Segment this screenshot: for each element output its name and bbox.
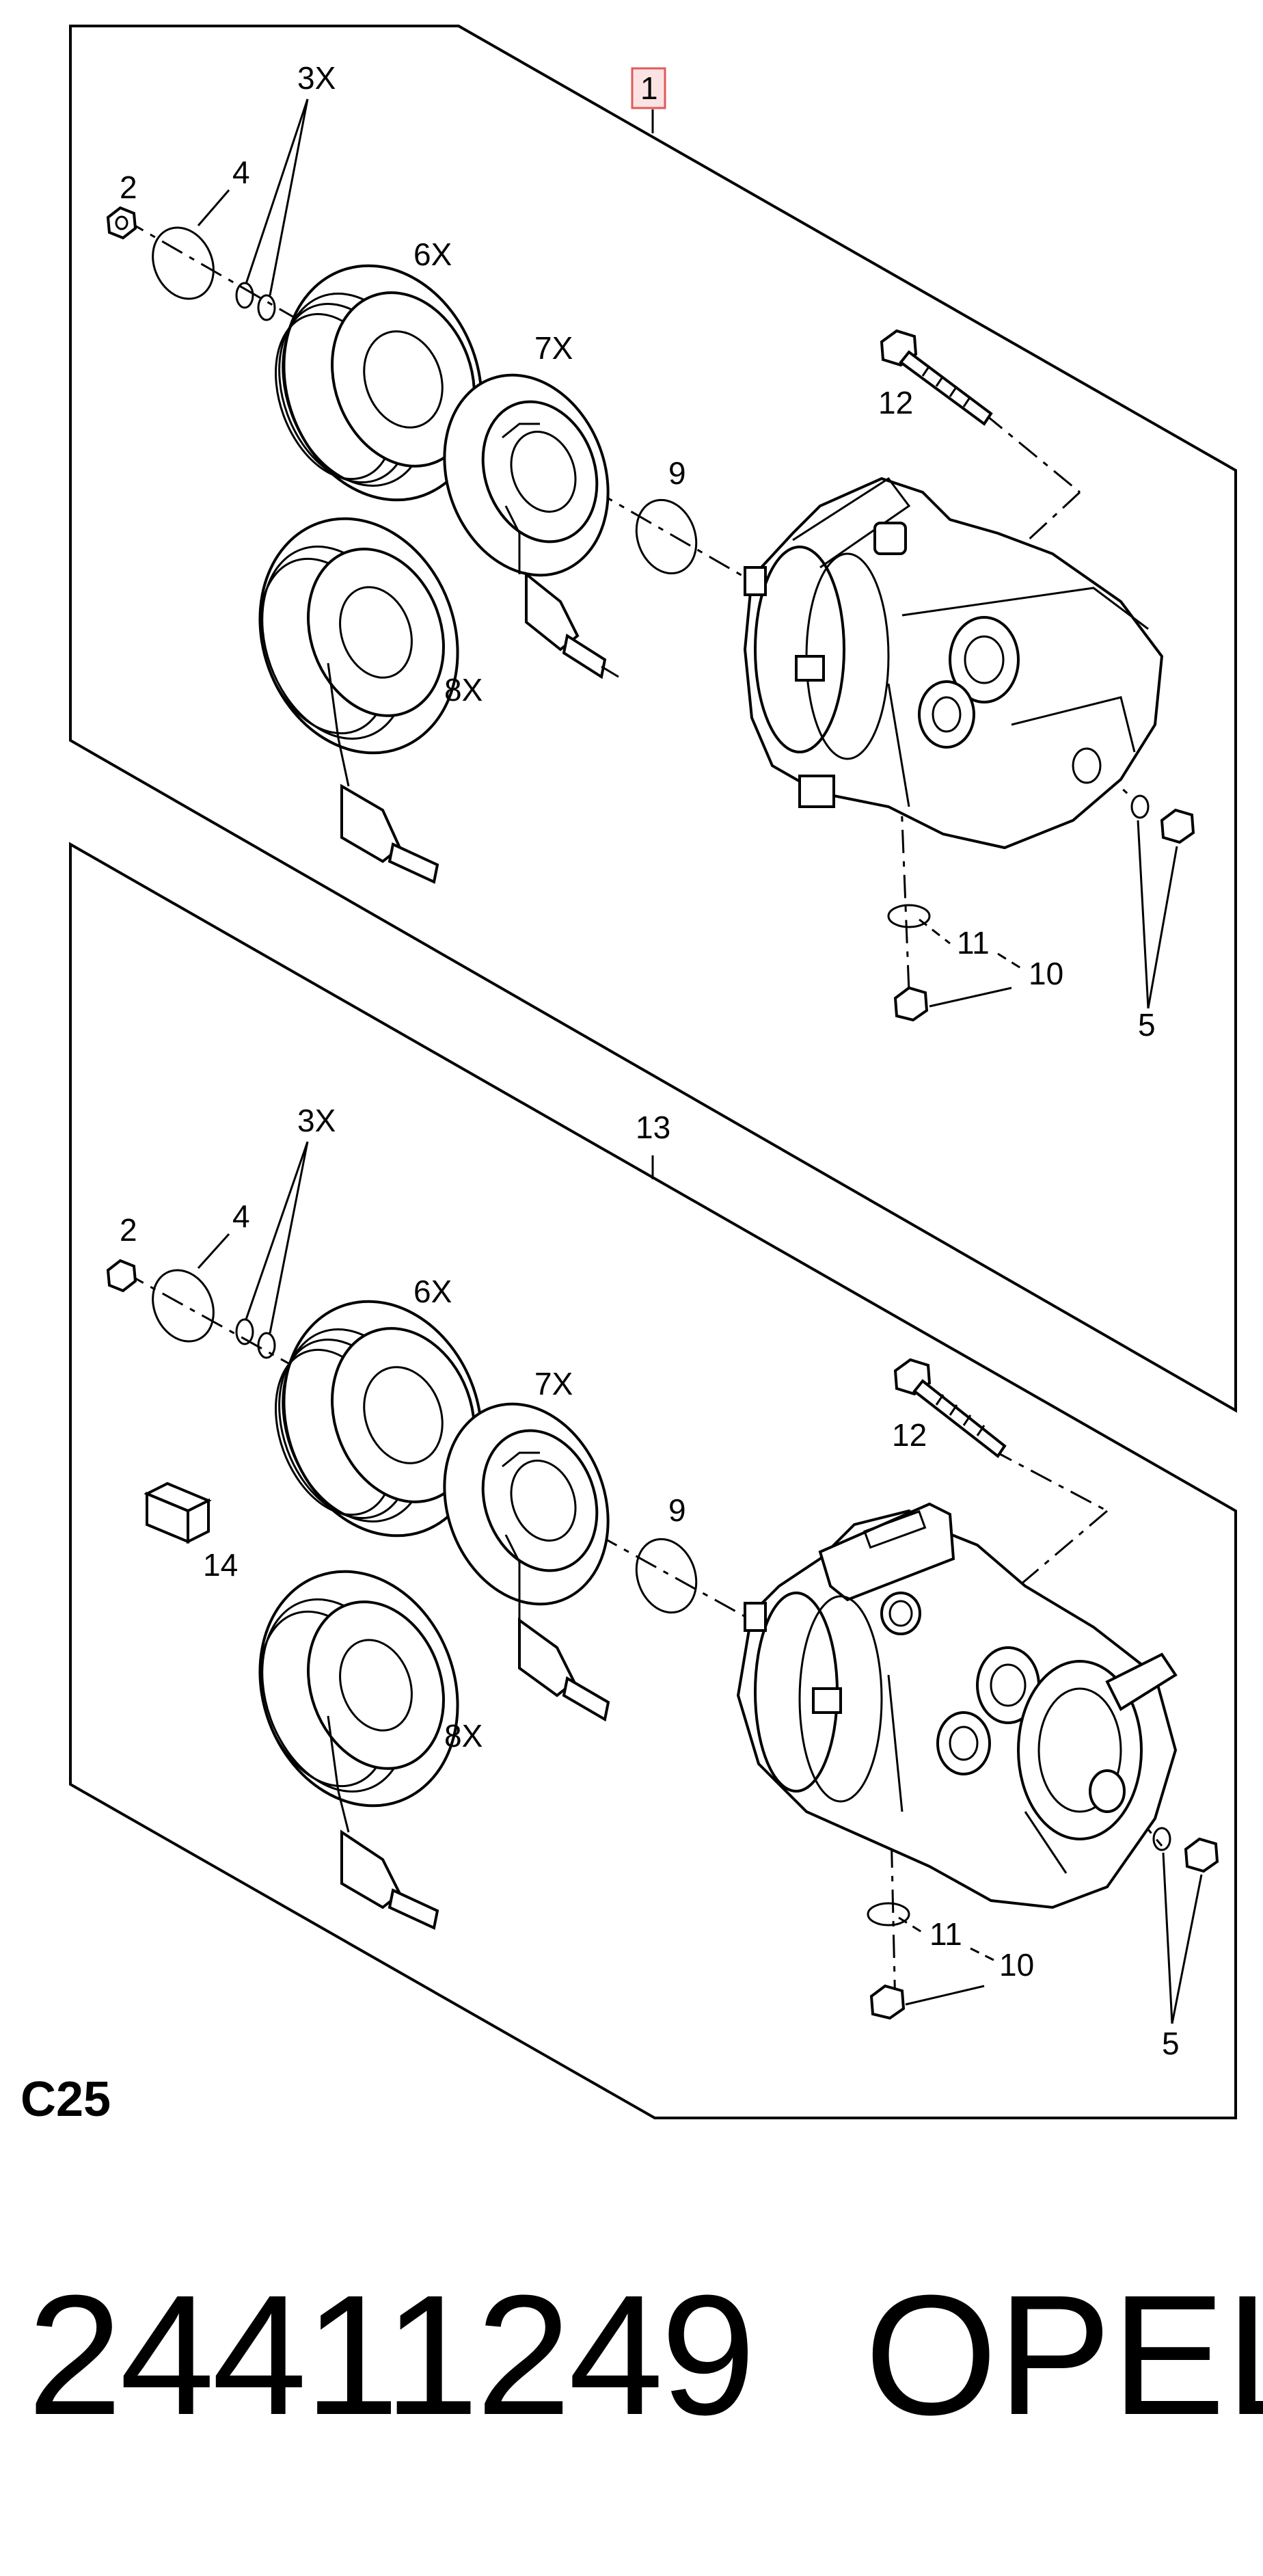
upper-assembly-panel: 1 2 4 3X 6X <box>69 25 1237 1413</box>
alt-clutch-part <box>258 1570 459 1930</box>
callout-4-lower[interactable]: 4 <box>232 1198 250 1234</box>
callout-14[interactable]: 14 <box>203 1547 238 1583</box>
callout-6x-lower[interactable]: 6X <box>413 1274 452 1309</box>
callout-1-highlight[interactable] <box>631 67 666 109</box>
snap-ring-part <box>152 226 215 300</box>
callout-7x[interactable]: 7X <box>534 330 573 366</box>
nut-part <box>106 1259 137 1293</box>
coil-ring-part <box>635 498 698 575</box>
part-number: 24411249 <box>27 2259 756 2450</box>
bolt-part <box>893 1358 1007 1458</box>
seal-part <box>887 904 931 928</box>
callout-9-lower[interactable]: 9 <box>668 1492 686 1528</box>
callout-3x-lower[interactable]: 3X <box>297 1103 336 1138</box>
callout-5[interactable]: 5 <box>1138 1007 1156 1043</box>
shim-part <box>235 1318 254 1345</box>
coil-part <box>443 373 619 680</box>
bolt-part <box>880 329 993 426</box>
callout-11-lower[interactable]: 11 <box>929 1916 962 1952</box>
lower-panel-outline <box>69 842 1237 2119</box>
section-code: C25 <box>21 2072 111 2127</box>
plug-part <box>869 1984 906 2020</box>
fitting-nut-part <box>1160 808 1195 844</box>
fitting-nut-part <box>1184 1837 1219 1873</box>
callout-8x-lower[interactable]: 8X <box>444 1718 483 1754</box>
callout-2[interactable]: 2 <box>120 170 137 205</box>
shim-part <box>235 282 254 309</box>
fitting-ring-part <box>1130 794 1150 819</box>
callout-10-lower[interactable]: 10 <box>999 1947 1034 1983</box>
coil-part <box>443 1402 610 1722</box>
callout-5-lower[interactable]: 5 <box>1162 2026 1180 2061</box>
fitting-ring-part <box>1152 1827 1171 1851</box>
coil-ring-part <box>635 1538 698 1614</box>
snap-ring-part <box>152 1269 215 1343</box>
nut-part <box>106 206 137 240</box>
compressor-part <box>743 477 1164 850</box>
compressor-part <box>736 1502 1178 1909</box>
pulley-part <box>275 1300 483 1538</box>
callout-12-lower[interactable]: 12 <box>892 1417 927 1453</box>
seal-part <box>867 1902 910 1927</box>
callout-1[interactable]: 1 <box>640 70 658 106</box>
lower-assembly-panel: 13 2 4 3X 6X <box>69 842 1237 2119</box>
pulley-part <box>275 264 483 502</box>
alt-clutch-part <box>258 517 459 884</box>
plug-part <box>893 986 929 1022</box>
callout-13[interactable]: 13 <box>636 1110 670 1145</box>
callout-2-lower[interactable]: 2 <box>120 1212 137 1248</box>
callout-3x[interactable]: 3X <box>297 60 336 96</box>
brand-name: OPEL <box>865 2259 1263 2450</box>
callout-10[interactable]: 10 <box>1029 956 1063 991</box>
callout-11[interactable]: 11 <box>957 925 990 961</box>
callout-8x[interactable]: 8X <box>444 672 483 708</box>
callout-12[interactable]: 12 <box>878 385 913 420</box>
callout-6x[interactable]: 6X <box>413 237 452 272</box>
upper-panel-outline <box>69 25 1237 1413</box>
callout-4[interactable]: 4 <box>232 155 250 190</box>
callout-7x-lower[interactable]: 7X <box>534 1366 573 1401</box>
label-block-part <box>144 1481 212 1544</box>
callout-9[interactable]: 9 <box>668 455 686 491</box>
